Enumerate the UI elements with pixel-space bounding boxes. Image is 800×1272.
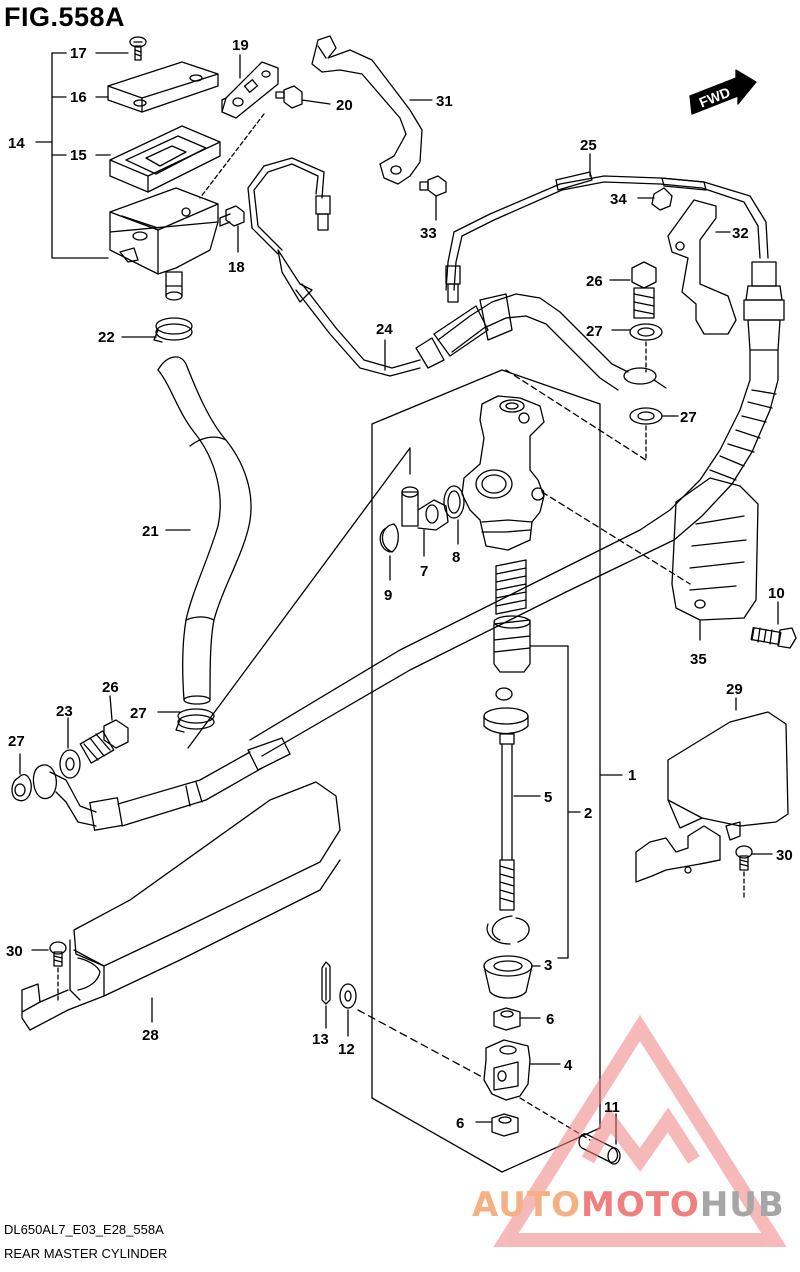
callout-28: 28 [142,1027,159,1044]
callout-34: 34 [610,191,627,208]
watermark-part-hub: HUB [699,1185,785,1225]
nut-6-icon [493,1007,541,1031]
callout-18: 18 [228,259,245,276]
union-bolt-26b-icon [79,695,129,764]
hose-clamp-23-icon [157,708,215,733]
callout-14-bracket [51,52,109,259]
callout-19: 19 [232,37,249,54]
circlip-2-icon [486,915,530,945]
clevis-4-icon [483,1039,561,1101]
callout-17: 17 [70,45,87,62]
diagram-caption: REAR MASTER CYLINDER [4,1246,168,1261]
assembly-frame [371,369,601,1173]
screw-30b-icon [735,845,773,899]
callout-11: 11 [604,1099,620,1116]
reservoir-hose-icon [249,261,785,757]
bracket-31-icon [311,35,433,185]
brake-hose-lower-icon [11,737,291,831]
screw-30-icon [31,941,67,1003]
callout-2: 2 [584,805,592,822]
cover-29-icon [635,697,789,883]
union-bolt-26-icon [609,261,657,319]
callout-35: 35 [690,651,707,668]
callout-12: 12 [338,1041,355,1058]
brake-pipe-24-icon [247,157,421,377]
watermark-logo-icon [493,1014,787,1247]
callout-30-right: 30 [776,847,793,864]
nut-6b-icon [475,1113,519,1137]
callout-6-top: 6 [546,1011,554,1028]
callout-32: 32 [732,225,749,242]
callout-16: 16 [70,89,87,106]
callout-21: 21 [142,523,159,540]
callout-8: 8 [452,549,460,566]
diaphragm-15-icon [109,125,221,193]
callout-23: 27 [130,705,147,722]
callout-31: 31 [436,93,453,110]
circlip-9-icon [379,523,399,581]
callout-26-low: 26 [102,679,119,696]
watermark-part-auto: AUTO [472,1185,581,1225]
washer-27c-icon [59,717,81,779]
callout-22: 22 [98,329,115,346]
reservoir-14-icon [109,187,219,301]
bolt-33-icon [419,175,447,221]
callout-25: 25 [580,137,597,154]
bolt-10-icon [750,601,797,649]
push-rod-5-icon [483,687,529,911]
cover-28-icon [21,781,341,1031]
watermark-part-moto: MOTO [580,1185,700,1225]
hose-clamp-22-icon [121,317,193,343]
master-cylinder-body-icon [461,395,545,551]
callout-1: 1 [628,767,636,784]
piston-icon [493,615,531,673]
callout-27-top: 27 [586,323,603,340]
brake-pipe-25-icon [445,171,769,303]
boot-3-icon [483,955,541,999]
fwd-label: FWD [697,84,733,111]
bolt-34-icon [637,187,673,211]
diagram-code: DL650AL7_E03_E28_558A [4,1222,164,1237]
callout-6-bottom: 6 [456,1115,464,1132]
callout-9: 9 [384,587,392,604]
watermark-text: AUTOMOTOHUB [472,1185,785,1225]
callout-13: 13 [312,1031,329,1048]
reservoir-hose-21-icon [157,356,252,705]
figure-title: FIG.558A [4,2,126,32]
fwd-arrow-icon: FWD [689,69,757,115]
cotter-pin-13-icon [321,961,331,1029]
o-ring-8-icon [443,485,465,545]
bolt-20-icon [275,85,331,109]
callout-4: 4 [564,1057,573,1074]
callout-labels: 17 16 14 15 19 20 18 31 33 25 34 32 26 2… [6,37,793,1132]
callout-10: 10 [768,585,785,602]
callout-20: 20 [336,97,353,114]
bracket-32-icon [667,199,737,335]
spring-icon [495,559,527,615]
callout-27-mid: 27 [680,409,697,426]
guard-35-icon [671,477,759,641]
callout-15: 15 [70,147,87,164]
callout-27-low: 23 [56,703,73,720]
callout-24: 24 [376,321,393,338]
callout-5: 5 [544,789,552,806]
callout-27-left: 27 [8,733,25,750]
brake-hose-icon [415,293,667,391]
callout-26-top: 26 [586,273,603,290]
washer-12-icon [339,983,357,1037]
bolt-18-icon [219,205,245,253]
callout-14: 14 [8,135,25,152]
callout-29: 29 [726,681,743,698]
hose-fitting-7-icon [401,486,449,557]
callout-30-left: 30 [6,943,23,960]
washer-27-icon [611,323,663,373]
callout-7: 7 [420,563,428,580]
callout-33: 33 [420,225,437,242]
screw-17-icon [129,36,147,61]
washer-27b-icon [629,407,679,461]
reservoir-cap-16-icon [107,61,219,113]
callout-3: 3 [544,957,552,974]
mounting-plate-19-icon [221,61,279,119]
